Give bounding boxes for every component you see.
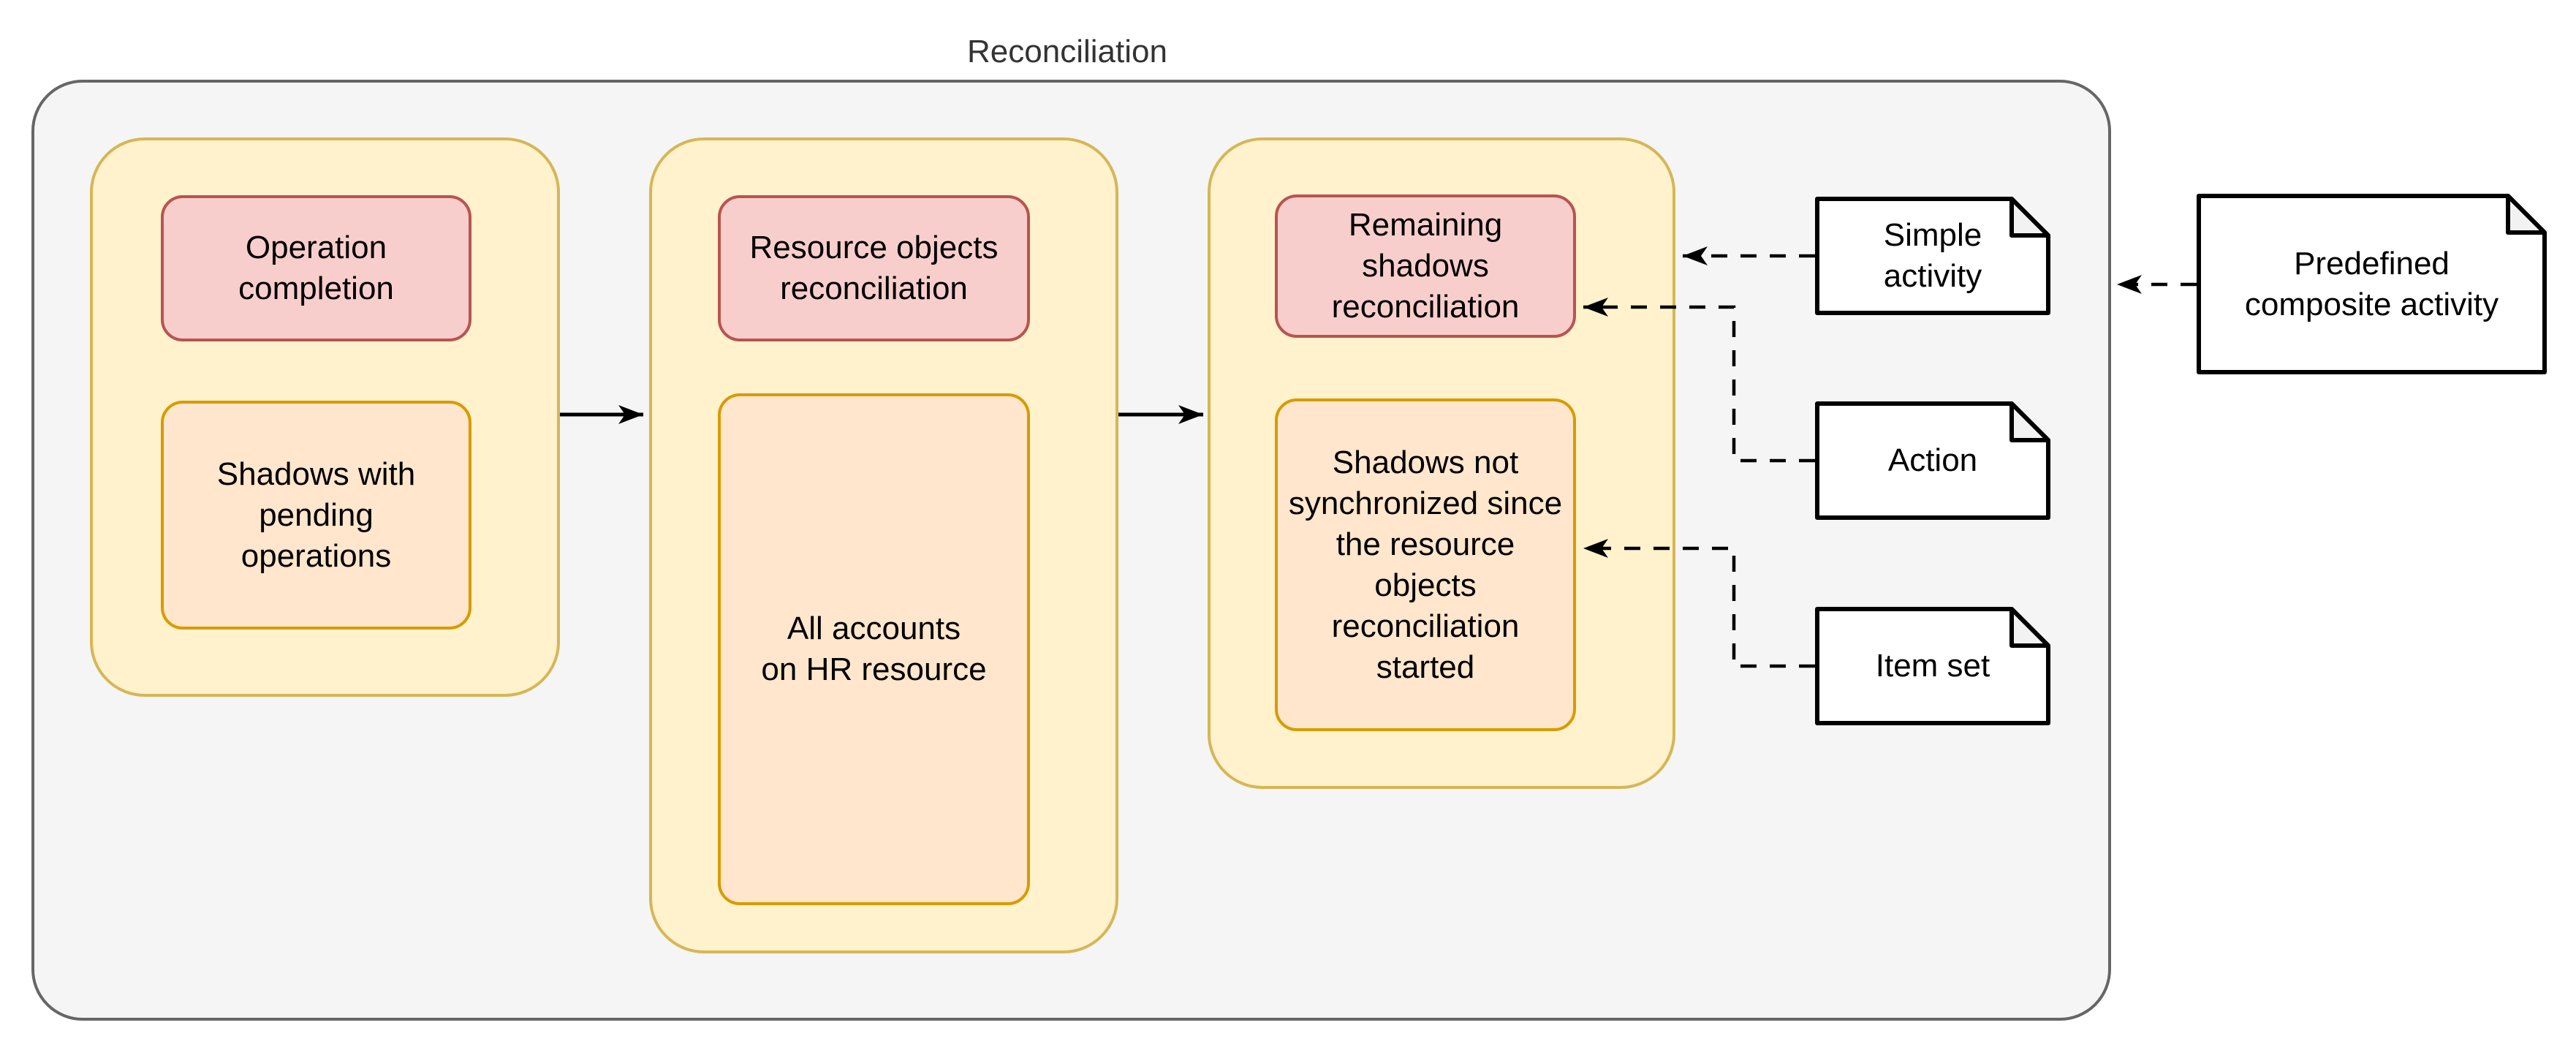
- note-shape-icon: [1815, 401, 2050, 520]
- itemset-box-shadows-pending: Shadows with pending operations: [161, 401, 471, 630]
- itemset-label: Shadows with pending operations: [216, 456, 416, 574]
- note-label: Action: [1887, 442, 1978, 478]
- itemset-label: All accounts on HR resource: [761, 611, 987, 687]
- activity-box-resource-objects-reconciliation: Resource objects reconciliation: [718, 195, 1030, 341]
- note-predefined-composite-activity: Predefined composite activity: [2197, 194, 2547, 374]
- itemset-label: Shadows not synchronized since the resou…: [1288, 444, 1563, 685]
- activity-box-remaining-shadows-reconciliation: Remaining shadows reconciliation: [1275, 194, 1576, 338]
- note-simple-activity: Simple activity: [1815, 197, 2050, 315]
- activity-label: Resource objects reconciliation: [749, 230, 999, 306]
- note-action: Action: [1815, 401, 2050, 520]
- note-fold-icon: [2009, 607, 2050, 648]
- note-label: Item set: [1875, 648, 1990, 684]
- activity-label: Remaining shadows reconciliation: [1331, 207, 1520, 325]
- note-fold-icon: [2506, 194, 2547, 235]
- stage-group-operation-completion: Operation completion Shadows with pendin…: [90, 137, 560, 697]
- note-shape-icon: [1815, 607, 2050, 725]
- stage-group-resource-objects-reconciliation: Resource objects reconciliation All acco…: [649, 137, 1118, 953]
- stage-group-remaining-shadows-reconciliation: Remaining shadows reconciliation Shadows…: [1208, 137, 1675, 789]
- itemset-box-shadows-not-synchronized: Shadows not synchronized since the resou…: [1275, 398, 1576, 731]
- diagram-title: Reconciliation: [967, 34, 1167, 69]
- note-fold-icon: [2009, 197, 2050, 238]
- itemset-box-all-accounts-hr: All accounts on HR resource: [718, 393, 1030, 905]
- note-label: Simple activity: [1883, 217, 1982, 294]
- activity-box-operation-completion: Operation completion: [161, 195, 471, 341]
- note-shape-icon: [2197, 194, 2547, 374]
- note-item-set: Item set: [1815, 607, 2050, 725]
- note-shape-icon: [1815, 197, 2050, 315]
- note-fold-icon: [2009, 401, 2050, 442]
- activity-label: Operation completion: [238, 230, 394, 306]
- note-label: Predefined composite activity: [2244, 245, 2499, 322]
